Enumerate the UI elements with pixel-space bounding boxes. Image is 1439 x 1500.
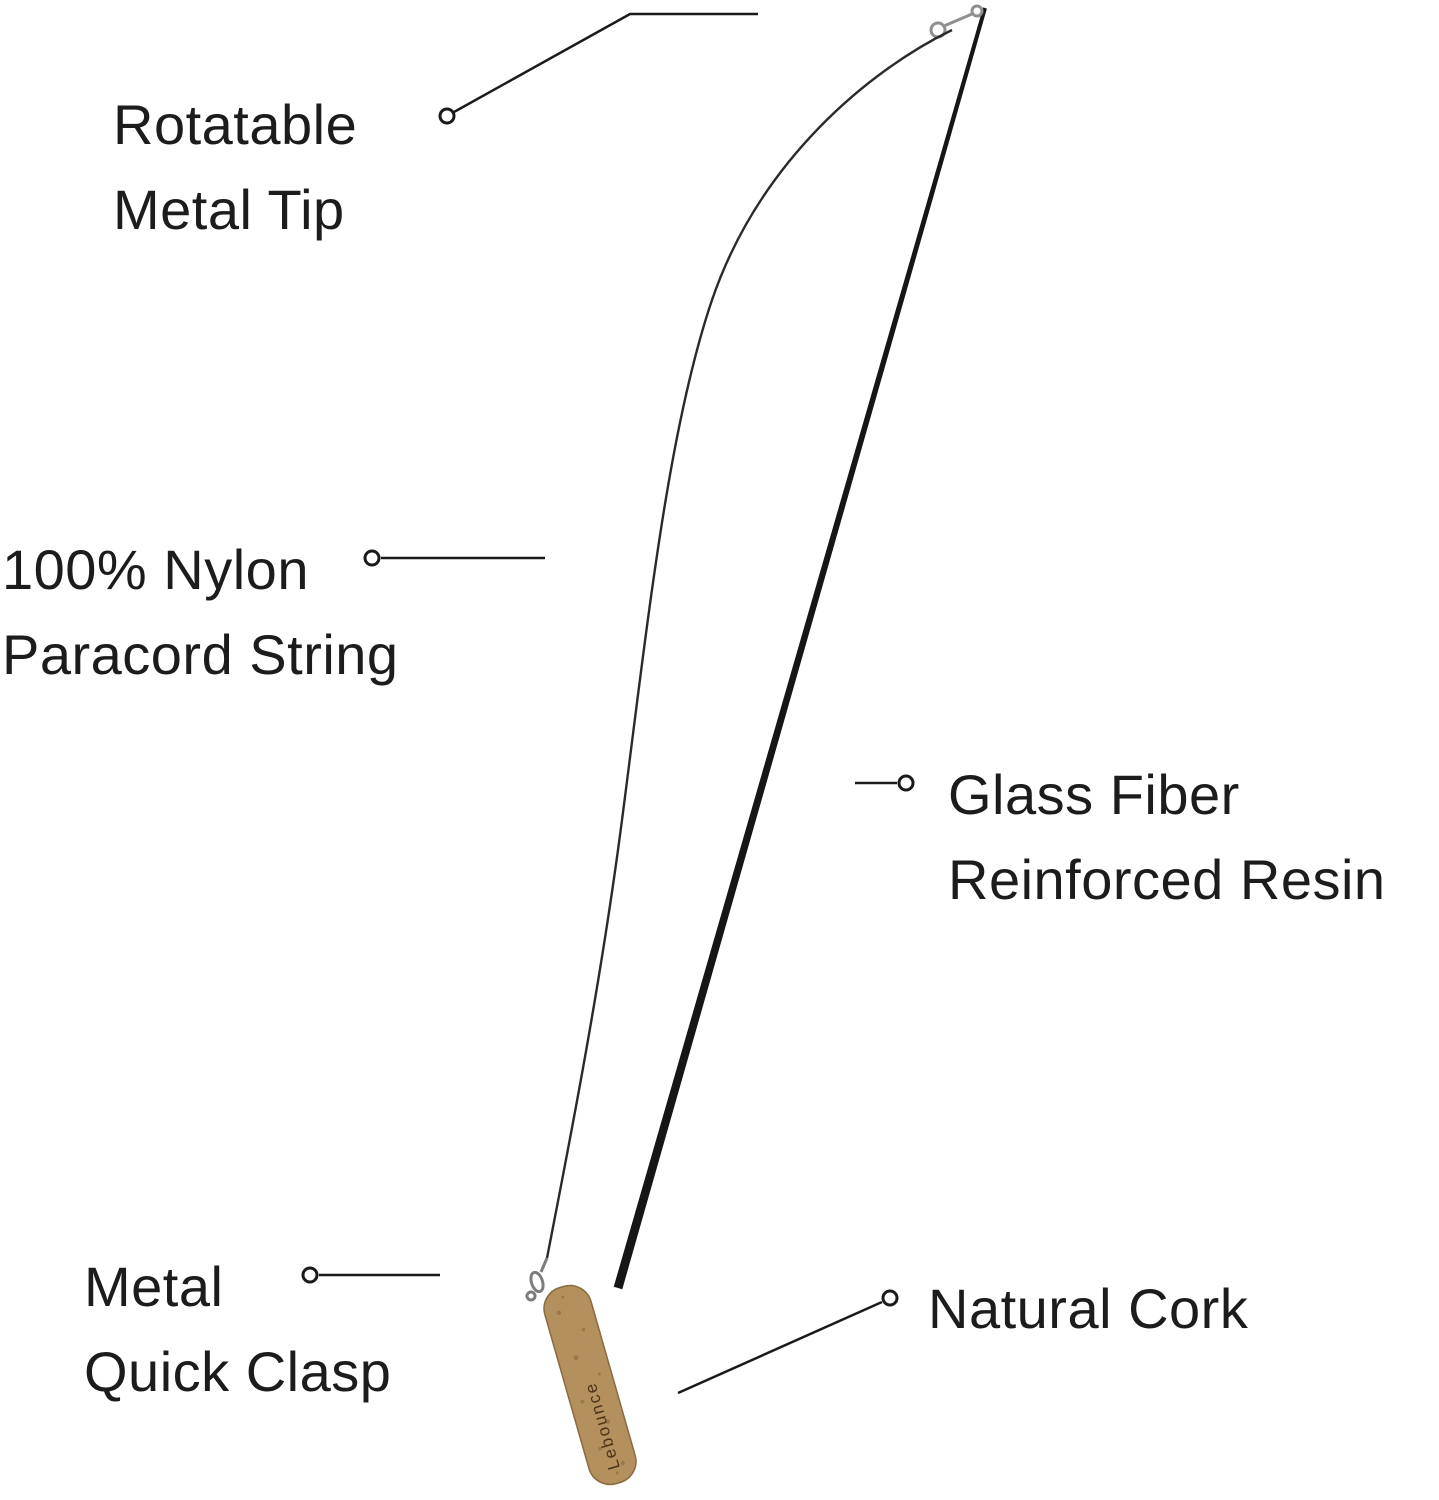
label-line: Rotatable [113,93,358,156]
label-line: Paracord String [2,623,399,686]
leader-dot-cork [881,1289,899,1307]
label-line: Quick Clasp [84,1340,392,1403]
label-line: Glass Fiber [948,763,1240,826]
leader-dot-paracord [363,549,381,567]
cork-handle-body [543,1284,637,1486]
leader-dot-metal-tip [438,107,456,125]
metal-tip-icon [929,4,984,39]
label-natural-cork: Natural Cork [928,1266,1248,1351]
label-glass-fiber-resin: Glass Fiber Reinforced Resin [948,752,1386,922]
label-line: Metal Tip [113,178,345,241]
leader-metal-tip [453,12,758,114]
label-line: Reinforced Resin [948,848,1386,911]
paracord-string [545,28,953,1259]
label-line: Natural Cork [928,1277,1249,1340]
label-line: 100% Nylon [2,538,309,601]
cork-speckles [556,1295,625,1475]
leader-dot-resin [897,774,915,792]
leader-dot-clasp [301,1266,319,1284]
label-rotatable-metal-tip: Rotatable Metal Tip [113,82,357,252]
label-metal-quick-clasp: Metal Quick Clasp [84,1244,391,1414]
rod-shaft [613,7,987,1290]
cork-handle: Lebounce [543,1284,637,1486]
label-nylon-paracord-string: 100% Nylon Paracord String [2,527,399,697]
quick-clasp-icon [525,1257,549,1302]
leader-cork [677,1300,883,1395]
label-line: Metal [84,1255,224,1318]
